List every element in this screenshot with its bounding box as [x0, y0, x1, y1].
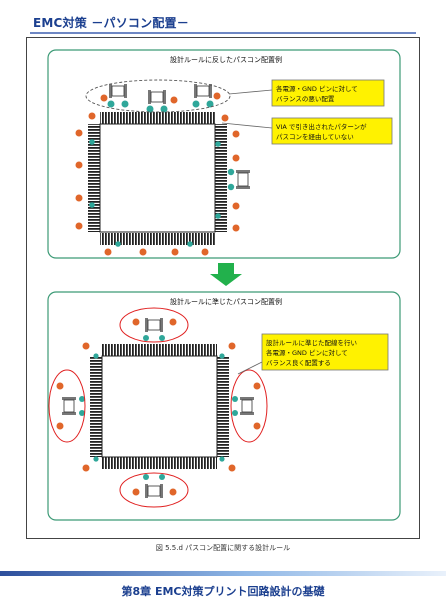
via-group — [75, 112, 240, 256]
capacitor — [146, 90, 168, 113]
panel-good-title: 設計ルールに準じたパスコン配置例 — [170, 297, 282, 306]
callout-good-line2: 各電源・GND ピンに対して — [266, 348, 348, 357]
ic-pins-right — [217, 356, 229, 457]
ic-chip — [88, 112, 227, 245]
highlight-ellipse-right — [230, 369, 268, 443]
via-group — [82, 342, 236, 472]
capacitor — [192, 84, 214, 108]
down-arrow-icon — [210, 263, 242, 286]
title-rule — [30, 32, 416, 34]
chapter-title: 第8章 EMC対策プリント回路設計の基礎 — [121, 585, 325, 598]
ic-chip — [90, 344, 229, 469]
highlight-ellipse-bottom — [119, 472, 189, 508]
page-title: EMC対策 －パソコン配置－ — [33, 16, 189, 30]
capacitor-left — [56, 382, 85, 430]
ic-pins-left — [90, 356, 102, 457]
callout-good: 設計ルールに準じた配線を行い 各電源・GND ピンに対して バランス良く配置する — [237, 333, 389, 375]
pad-group — [93, 353, 225, 462]
capacitor-right — [232, 382, 261, 430]
capacitor-right — [227, 168, 250, 191]
callout-via: VIA で引き出されたパターンが パスコンを経由していない — [221, 117, 393, 145]
capacitor-bottom — [132, 474, 177, 498]
callout-power-line2: バランスの悪い配置 — [276, 95, 335, 103]
figure-caption: 図 5.5.d パスコン配置に関する設計ルール — [155, 544, 291, 552]
callout-via-line1: VIA で引き出されたパターンが — [276, 122, 367, 131]
capacitor-group-top — [100, 84, 221, 113]
ic-pins-top — [100, 112, 215, 124]
pad-group — [89, 139, 221, 247]
capacitor-top — [132, 318, 177, 341]
highlight-ellipse — [85, 79, 231, 113]
highlight-ellipse-left — [48, 369, 86, 443]
callout-power-imbalance: 各電源・GND ピンに対して バランスの悪い配置 — [228, 79, 385, 107]
callout-power-line1: 各電源・GND ピンに対して — [276, 84, 358, 93]
ic-pins-top — [102, 344, 217, 356]
callout-via-line2: パスコンを経由していない — [276, 132, 354, 141]
ic-pins-right — [215, 124, 227, 232]
panel-good: 設計ルールに準じたパスコン配置例 — [47, 291, 401, 521]
capacitor — [107, 84, 129, 108]
callout-good-line3: バランス良く配置する — [266, 358, 331, 367]
ic-body — [99, 123, 216, 233]
panel-bad: 設計ルールに反したパスコン配置例 — [47, 49, 401, 259]
callout-good-line1: 設計ルールに準じた配線を行い — [266, 338, 357, 347]
ic-pins-bottom — [102, 457, 217, 469]
highlight-ellipse-top — [119, 307, 189, 343]
figure-frame — [26, 37, 420, 539]
ic-body — [101, 355, 218, 458]
footer-bar — [0, 571, 446, 576]
panel-bad-title: 設計ルールに反したパスコン配置例 — [170, 55, 282, 64]
ic-pins-bottom — [100, 233, 215, 245]
